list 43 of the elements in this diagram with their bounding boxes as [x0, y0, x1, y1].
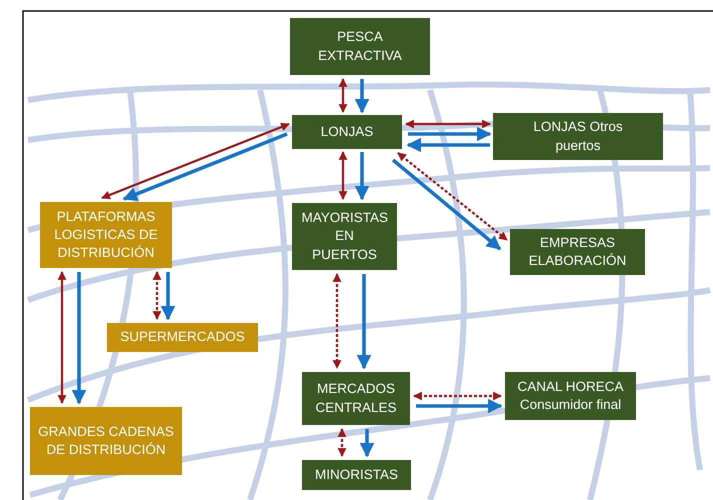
process-box: [505, 372, 636, 420]
arrow: [416, 398, 502, 414]
arrow: [338, 428, 346, 457]
process-box: [40, 202, 172, 268]
box-label: CANAL HORECA Consumidor final: [516, 378, 625, 414]
process-box: [290, 18, 430, 75]
process-box: [302, 372, 410, 425]
arrow: [152, 271, 162, 320]
box-label: PLATAFORMAS LOGISTICAS DE DISTRIBUCIÓN: [53, 208, 159, 262]
arrow: [405, 120, 491, 128]
arrow: [338, 78, 348, 113]
process-box: [493, 113, 663, 160]
arrow: [160, 272, 176, 320]
box-label: MERCADOS CENTRALES: [314, 380, 398, 416]
arrow: [392, 158, 502, 250]
box-label: EMPRESAS ELABORACIÓN: [528, 234, 628, 270]
arrow: [354, 79, 370, 114]
process-box: [107, 323, 258, 352]
arrow: [356, 274, 372, 370]
box-label: PESCA EXTRACTIVA: [317, 28, 403, 64]
box-label: LONJAS Otros puertos: [532, 118, 624, 155]
process-box: [302, 460, 411, 490]
arrow: [408, 126, 492, 142]
arrow: [122, 132, 288, 201]
arrow: [413, 392, 502, 400]
process-box: [510, 229, 645, 275]
arrow: [397, 152, 508, 241]
box-label: LONJAS: [320, 122, 374, 141]
arrow: [72, 272, 86, 404]
arrow: [360, 429, 374, 458]
box-label: MINORISTAS: [314, 466, 398, 484]
arrow: [338, 151, 348, 200]
box-label: GRANDES CADENAS DE DISTRIBUCIÓN: [37, 422, 175, 459]
process-box: [292, 203, 397, 270]
arrow: [332, 273, 342, 369]
arrow: [101, 122, 290, 200]
process-box: [292, 115, 402, 149]
box-label: SUPERMERCADOS: [120, 328, 245, 346]
arrow: [354, 152, 370, 200]
process-box: [30, 407, 182, 475]
arrow: [406, 138, 490, 152]
arrow: [58, 271, 66, 404]
box-label: MAYORISTAS EN PUERTOS: [302, 209, 388, 264]
